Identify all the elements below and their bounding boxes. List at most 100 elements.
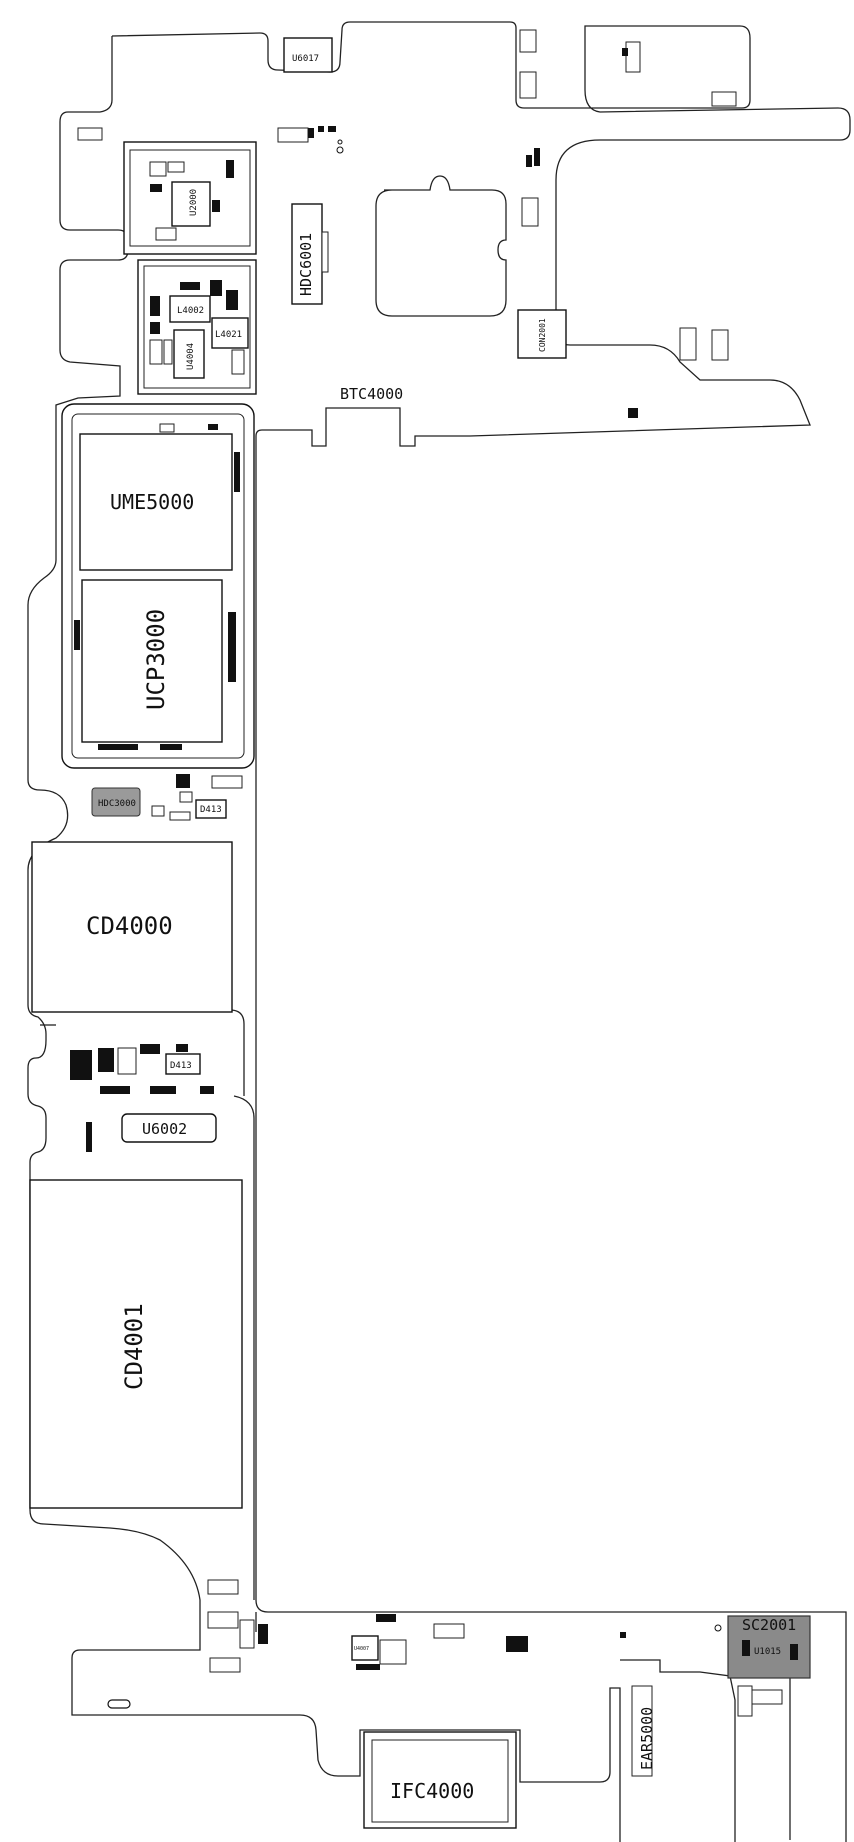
UCP3000-label: UCP3000: [142, 609, 170, 710]
ear-pad-2: [751, 1689, 783, 1705]
rf-pad-9: [711, 329, 729, 361]
U4004-label: U4004: [186, 343, 196, 370]
processor-pad-6: [208, 424, 218, 430]
lower-pad-1: [258, 1624, 268, 1644]
sc-pad-2: [790, 1644, 798, 1660]
L4021-chip: [211, 317, 249, 349]
UME5000-label: UME5000: [110, 490, 194, 514]
HDC6001-label: HDC6001: [297, 233, 315, 296]
IFC4000-inner: [371, 1739, 509, 1823]
u6002-pad-1: [86, 1122, 92, 1152]
hdc-pad-4: [151, 805, 165, 817]
U4004-pad-2: [150, 322, 160, 334]
L4002-label: L4002: [177, 306, 204, 316]
HDC3000-chip: [91, 787, 141, 817]
D413a-label: D413: [200, 805, 222, 815]
via-2: [337, 139, 343, 145]
cluster-pad-5: [100, 1086, 130, 1094]
lower-pad-7: [620, 1632, 626, 1638]
lower-pad-2: [379, 1639, 407, 1665]
UME5000-chip: [79, 433, 233, 571]
processor-pad-7: [159, 423, 175, 433]
rf-pad-11: [207, 1611, 239, 1629]
small-pad-right-2: [534, 148, 540, 166]
U2000-chip: [171, 181, 211, 227]
U2000-pad-6: [155, 227, 177, 241]
U2000-pad-4: [149, 161, 167, 177]
processor-pad-2: [160, 744, 182, 750]
EAR5000-chip: [631, 1685, 653, 1777]
D413a-chip: [195, 799, 227, 819]
CD4000-label: CD4000: [86, 912, 173, 940]
lower-pad-6: [506, 1636, 528, 1652]
U2000-label: U2000: [189, 189, 199, 216]
U4007-label: U4007: [354, 1646, 369, 1652]
U6002-label: U6002: [142, 1120, 187, 1138]
BTC4000-label: BTC4000: [340, 385, 403, 403]
hdc-pad-1: [176, 774, 190, 788]
processor-pad-1: [98, 744, 138, 750]
U6017-chip: [283, 37, 333, 73]
rf-pad-2: [519, 71, 537, 99]
cluster-pad-1: [70, 1050, 92, 1080]
U4004-pad-4: [226, 290, 238, 310]
rf-pad-3: [625, 41, 641, 73]
board-outline: [111, 21, 851, 1842]
rf-pad-13: [209, 1657, 241, 1673]
rf-pad-1: [519, 29, 537, 53]
U4004-pad-5: [149, 339, 163, 365]
U2000-pad-3: [226, 160, 234, 178]
U6017-label: U6017: [292, 54, 319, 64]
mounting-slot: [107, 1699, 131, 1709]
small-pad-top-2: [308, 128, 314, 138]
processor-pad-3: [234, 452, 240, 492]
U1015-label: U1015: [754, 1647, 781, 1657]
rf-pad-10: [207, 1579, 239, 1595]
lower-pad-4: [376, 1614, 396, 1622]
U6002-chip: [121, 1113, 217, 1143]
board-inner-edge: [233, 1095, 255, 1600]
HDC6001-tab: [321, 231, 329, 273]
L4021-label: L4021: [215, 330, 242, 340]
CD4001-chip: [29, 1179, 243, 1509]
rf-pad-12: [239, 1619, 255, 1649]
CD4000-chip: [31, 841, 233, 1013]
processor-pad-5: [74, 620, 80, 650]
U4004-pad-1: [150, 296, 160, 316]
EAR5000-label: EAR5000: [638, 1707, 656, 1770]
D413b-chip: [165, 1053, 201, 1075]
UCP3000-chip: [81, 579, 223, 743]
small-pad-top-3: [318, 126, 324, 132]
U4007-chip: [351, 1635, 379, 1661]
rf-pad-8: [679, 327, 697, 361]
rf-pad-6: [277, 127, 309, 143]
cluster-pad-2: [98, 1048, 114, 1072]
sc-pad-1: [742, 1640, 750, 1656]
HDC3000-label: HDC3000: [98, 799, 136, 809]
CON2001-chip: [517, 309, 567, 359]
lower-pad-3: [356, 1664, 380, 1670]
small-pad-top-4: [328, 126, 336, 132]
U4004-pad-7: [231, 349, 245, 375]
U4004-pad-6: [163, 339, 173, 365]
rf-pad-7: [521, 197, 539, 227]
cluster-pad-8: [176, 1044, 188, 1052]
U4004-pad-8: [180, 282, 200, 290]
processor-pad-4: [228, 612, 236, 682]
board-outline-right-lower: [620, 1659, 736, 1842]
sc-via: [714, 1624, 722, 1632]
U2000-pad-5: [167, 161, 185, 173]
hdc-pad-2: [211, 775, 243, 789]
CD4001-label: CD4001: [120, 1303, 148, 1390]
small-pad-top-1: [622, 48, 628, 56]
L4002-chip: [169, 295, 211, 323]
rf-pad-5: [77, 127, 103, 141]
small-pad-right-3: [628, 408, 638, 418]
lower-pad-5: [433, 1623, 465, 1639]
U2000-pad-1: [212, 200, 220, 212]
small-pad-right-1: [526, 155, 532, 167]
cluster-pad-3: [117, 1047, 137, 1075]
U4004-chip: [173, 329, 205, 379]
cluster-pad-6: [150, 1086, 176, 1094]
